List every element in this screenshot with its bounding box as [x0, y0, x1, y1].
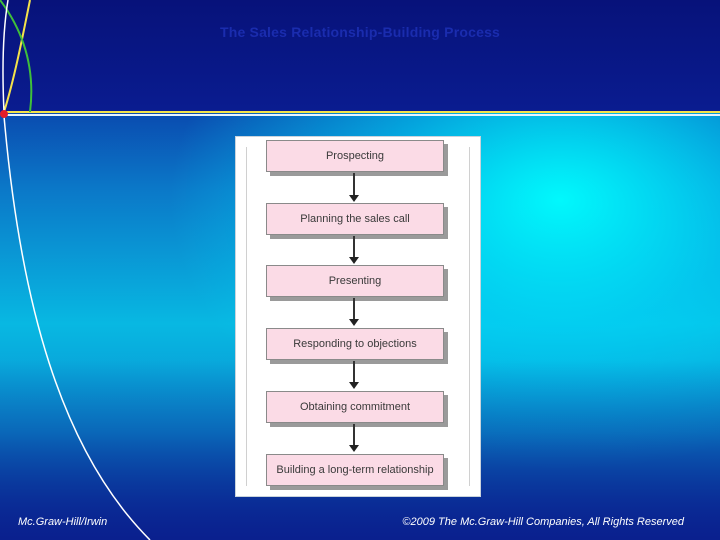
arrow-1 [349, 173, 359, 202]
process-diagram: Prospecting Planning the sales call Pres… [235, 136, 481, 497]
arrow-4 [349, 361, 359, 389]
header-band [0, 0, 720, 112]
step-presenting: Presenting [266, 265, 444, 297]
footer-publisher: Mc.Graw-Hill/Irwin [18, 516, 108, 528]
step-responding: Responding to objections [266, 328, 444, 360]
footer-copyright: ©2009 The Mc.Graw-Hill Companies, All Ri… [402, 516, 684, 528]
step-prospecting: Prospecting [266, 140, 444, 172]
step-planning: Planning the sales call [266, 203, 444, 235]
arrow-2 [349, 236, 359, 264]
step-obtaining: Obtaining commitment [266, 391, 444, 423]
arrow-5 [349, 424, 359, 452]
slide-title: The Sales Relationship-Building Process [219, 24, 501, 40]
diagram-frame [246, 147, 470, 486]
step-building: Building a long-term relationship [266, 454, 444, 486]
white-curve-down [3, 115, 151, 540]
arrow-3 [349, 298, 359, 326]
